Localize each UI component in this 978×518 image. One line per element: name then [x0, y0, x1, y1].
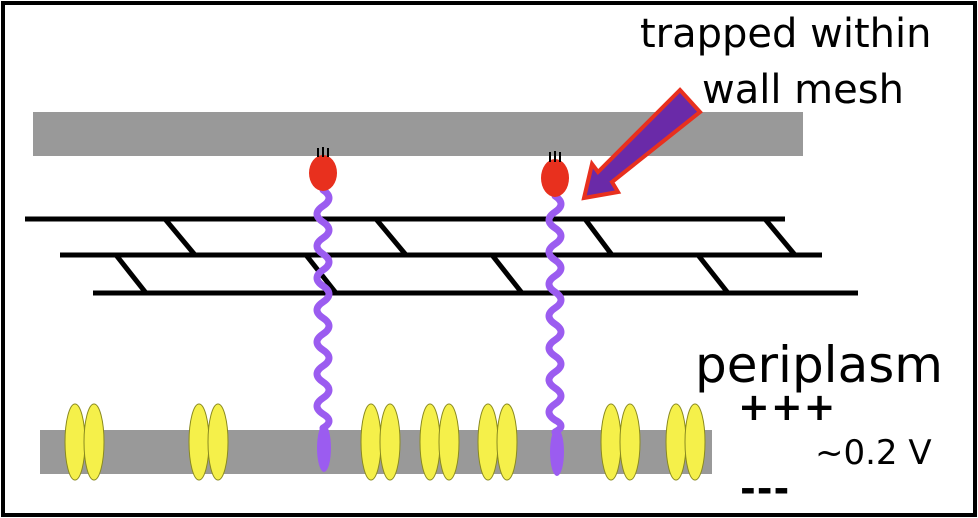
membrane-protein [360, 403, 382, 481]
mesh-crosslink [763, 217, 797, 257]
head-group [309, 155, 337, 191]
membrane-protein [665, 403, 687, 481]
head-group [541, 159, 569, 197]
callout-arrow [581, 87, 703, 201]
mesh-crosslink [696, 253, 730, 295]
membrane-protein [188, 403, 210, 481]
negative-charge-label: --- [740, 467, 791, 511]
annotation-trapped-line2: wall mesh [702, 67, 904, 113]
voltage-label: ~0.2 V [815, 433, 932, 473]
coil-linker [313, 186, 333, 432]
membrane-protein [83, 403, 105, 481]
mesh-crosslink [374, 217, 408, 257]
membrane-protein [419, 403, 441, 481]
membrane-protein [600, 403, 622, 481]
annotation-trapped-line1: trapped within [640, 11, 932, 57]
coil-linker [545, 192, 565, 436]
mesh-crosslink [583, 217, 614, 257]
periplasm-label: periplasm [695, 336, 943, 394]
tethered-molecule-right [541, 151, 569, 476]
membrane-protein [438, 403, 460, 481]
membrane-protein [496, 403, 518, 481]
mesh-crosslink [163, 217, 197, 257]
membrane-protein [64, 403, 86, 481]
cell-wall-mesh [25, 216, 858, 296]
membrane-protein [207, 403, 229, 481]
membrane-protein [477, 403, 499, 481]
membrane-protein [619, 403, 641, 481]
positive-charge-label: +++ [738, 385, 837, 429]
membrane-protein [684, 403, 706, 481]
mesh-crosslink [490, 253, 524, 295]
membrane-anchor [550, 428, 564, 476]
tethered-molecule-left [309, 147, 337, 472]
membrane-protein [379, 403, 401, 481]
mesh-crosslink [114, 253, 148, 295]
membrane-anchor [317, 424, 331, 472]
membrane-proteins [64, 403, 706, 481]
